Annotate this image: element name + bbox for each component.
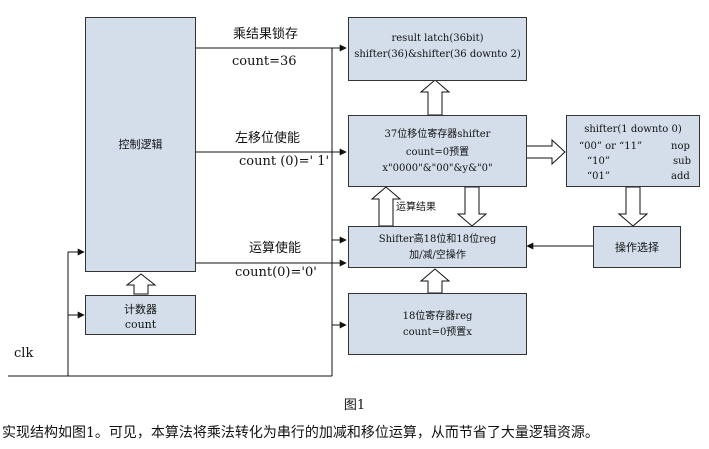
result-latch-block: result latch(36bit) shifter(36)&shifter(…	[348, 17, 527, 81]
op-select-block: 操作选择	[593, 226, 681, 268]
decode-title: shifter(1 downto 0)	[584, 124, 682, 135]
shifter37-preset: count=0预置	[405, 147, 470, 158]
decode-op-1: sub	[673, 156, 691, 167]
decode-op-2: add	[671, 171, 690, 182]
figure-caption: 图1	[343, 398, 366, 413]
counter-sub-label: count	[124, 318, 157, 331]
control-logic-label: 控制逻辑	[118, 138, 163, 151]
decode-code-2: “01”	[587, 171, 610, 182]
signal-mul-latch: 乘结果锁存	[233, 27, 299, 42]
reg18-block: 18位寄存器reg count=0预置x	[348, 293, 527, 355]
shifter37-init: x"0000"&"00"&y&"0"	[382, 163, 493, 174]
adder-op-label: 加/减/空操作	[409, 250, 466, 261]
arrow-shifter-to-latch	[419, 79, 451, 116]
decode-op-0: nop	[671, 141, 690, 152]
shifter37-block: 37位移位寄存器shifter count=0预置 x"0000"&"00"&y…	[348, 115, 527, 187]
decode-block: shifter(1 downto 0) “00” or “11” nop “10…	[566, 115, 700, 187]
op-select-label: 操作选择	[615, 241, 659, 254]
adder-block: Shifter高18位和18位reg 加/减/空操作	[348, 226, 527, 268]
reg18-preset: count=0预置x	[403, 327, 472, 338]
counter-block: 计数器 count	[85, 295, 196, 335]
arrow-reg18-to-adder	[419, 268, 451, 294]
result-latch-expr: shifter(36)&shifter(36 downto 2)	[354, 49, 521, 60]
signal-op-result: 运算结果	[396, 202, 436, 213]
signal-op-enable: 运算使能	[249, 241, 302, 256]
counter-label: 计数器	[124, 303, 157, 316]
arrow-decode-to-opsel	[617, 186, 649, 227]
signal-shift-enable: 左移位使能	[235, 131, 301, 146]
arrow-shifter-to-decode	[524, 138, 566, 166]
shifter37-label: 37位移位寄存器shifter	[384, 129, 491, 140]
caption-body: 实现结构如图1。可见，本算法将乘法转化为串行的加减和移位运算，从而节省了大量逻辑…	[2, 425, 599, 441]
reg18-label: 18位寄存器reg	[402, 311, 473, 322]
adder-label: Shifter高18位和18位reg	[378, 234, 497, 245]
signal-count36: count=36	[232, 54, 297, 69]
arrow-adder-to-shifter	[370, 186, 402, 227]
result-latch-label: result latch(36bit)	[391, 33, 484, 44]
signal-count0-1: count (0)=' 1'	[239, 154, 330, 169]
signal-count0-0: count(0)='0'	[235, 265, 317, 280]
decode-code-0: “00” or “11”	[579, 141, 643, 152]
signal-clk: clk	[14, 346, 34, 361]
control-logic-block: 控制逻辑	[85, 17, 196, 272]
arrow-shifter-to-adder	[456, 186, 488, 227]
arrow-counter-to-control	[125, 273, 157, 295]
decode-code-1: “10”	[587, 156, 610, 167]
